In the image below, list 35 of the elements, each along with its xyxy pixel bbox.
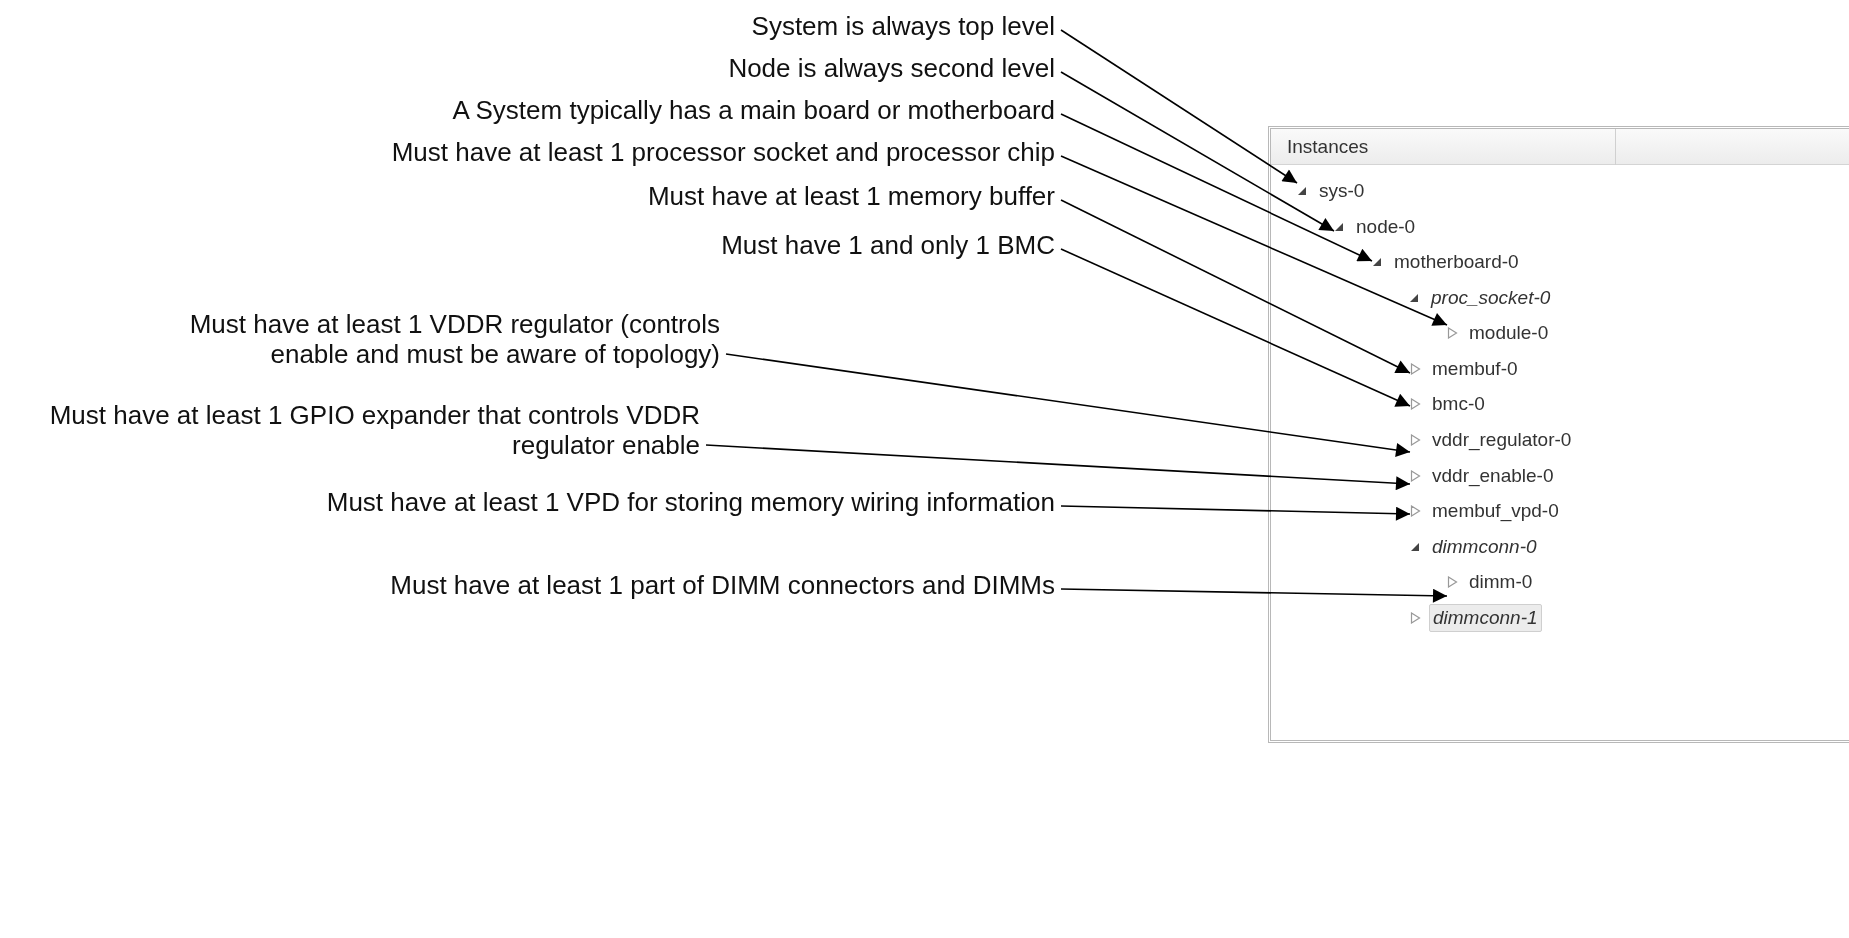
tree-item-label: bmc-0 [1431,392,1486,416]
callout-note: Must have 1 and only 1 BMC [0,230,1055,260]
arrow [1060,113,1373,262]
arrow [705,444,1411,491]
tree-item-label: proc_socket-0 [1429,286,1552,310]
arrow [1060,71,1335,232]
callout-note: Must have at least 1 GPIO expander that controls VDDR regulator enable [0,400,700,460]
arrow [1060,588,1448,603]
tree-item-label: dimmconn-0 [1431,535,1538,559]
arrow [725,353,1411,457]
callout-note: A System typically has a main board or motherboard [0,95,1055,125]
callout-note: Must have at least 1 part of DIMM connectors and DIMMs [0,570,1055,600]
callout-note: Must have at least 1 processor socket and processor chip [0,137,1055,167]
arrow [1060,29,1298,184]
tree-item-label: vddr_enable-0 [1431,464,1555,489]
callout-note: Node is always second level [0,53,1055,83]
tree-item-label: sys-0 [1318,179,1366,203]
tree-item-label: membuf-0 [1431,357,1519,381]
column-header: Instances [1271,129,1849,165]
tree-item-label: vddr_regulator-0 [1431,428,1573,453]
callout-note: Must have at least 1 VDDR regulator (controls enable and must be aware of topology) [0,309,720,369]
tree-panel [1268,126,1849,743]
tree-item-label: dimmconn-1 [1429,604,1542,632]
tree-item-label: node-0 [1355,215,1417,239]
arrow [1060,505,1411,521]
callout-note: System is always top level [0,11,1055,41]
callout-note: Must have at least 1 VPD for storing memory wiring information [0,487,1055,517]
callout-note: Must have at least 1 memory buffer [0,181,1055,211]
arrow [1060,155,1448,326]
tree-item-label: module-0 [1468,321,1550,345]
arrow [1060,248,1411,407]
tree-item-label: membuf_vpd-0 [1431,499,1560,524]
tree-item-label: motherboard-0 [1393,250,1520,274]
arrow [1060,199,1411,374]
tree-item-label: dimm-0 [1468,570,1534,594]
